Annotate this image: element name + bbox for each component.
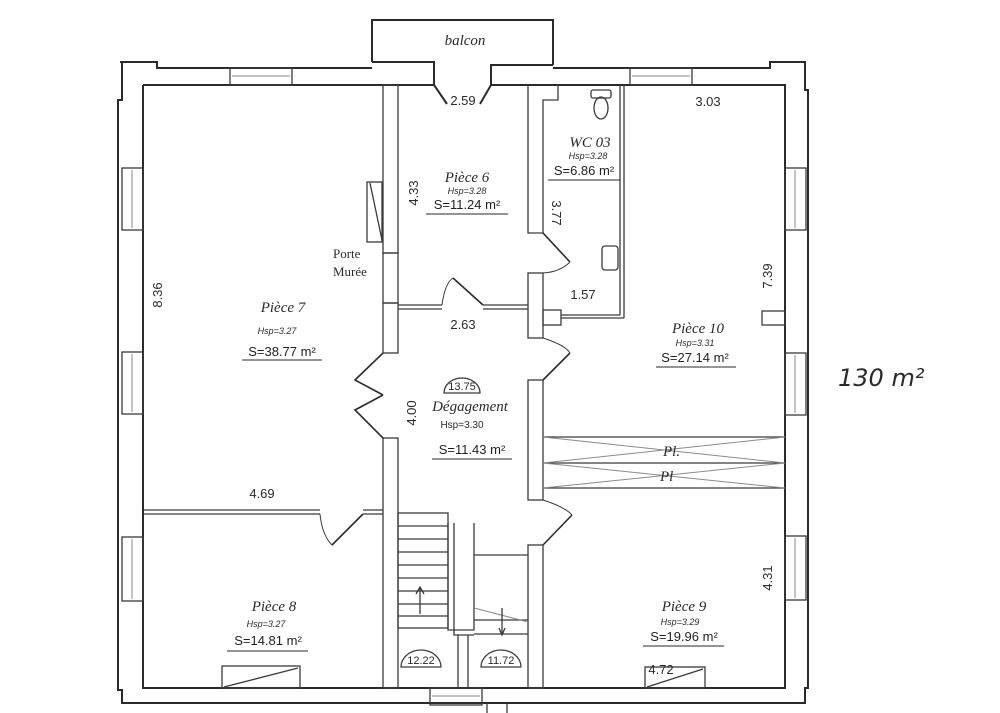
dim-piece10-height: 7.39 [760, 263, 775, 288]
level-degagement: 13.75 [448, 381, 476, 393]
room-name: Dégagement [431, 399, 509, 415]
room-hsp: Hsp=3.27 [258, 326, 298, 336]
room-piece-9: Pièce 9 Hsp=3.29 S=19.96 m² [643, 599, 724, 647]
balcony [371, 19, 554, 105]
doors [319, 232, 573, 546]
room-hsp: Hsp=3.30 [440, 420, 484, 431]
room-area: S=27.14 m² [661, 350, 729, 365]
room-hsp: Hsp=3.31 [676, 338, 715, 348]
dim-piece8-width: 4.69 [249, 486, 274, 501]
room-area: S=14.81 m² [234, 633, 302, 648]
room-degagement: Dégagement Hsp=3.30 S=11.43 m² [431, 399, 512, 460]
room-piece-8: Pièce 8 Hsp=3.27 S=14.81 m² [227, 599, 308, 652]
room-piece-10: Pièce 10 Hsp=3.31 S=27.14 m² [656, 321, 736, 368]
dim-piece7-height: 8.36 [150, 282, 165, 307]
room-area: S=6.86 m² [554, 163, 615, 178]
dim-degagement-height: 4.00 [404, 400, 419, 425]
level-stair-left: 12.22 [407, 655, 435, 667]
dim-piece6-width: 2.63 [450, 317, 475, 332]
closet-label-top: Pl. [662, 444, 680, 460]
wc-fixtures [590, 89, 619, 271]
interior-walls [143, 84, 786, 689]
walled-door-label-line1: Porte [333, 246, 361, 261]
room-area: S=38.77 m² [248, 344, 316, 359]
room-piece-7: Pièce 7 Hsp=3.27 S=38.77 m² [242, 300, 322, 361]
dimensions: 2.59 4.33 2.63 3.77 1.57 3.03 7.39 8.36 … [150, 93, 775, 677]
room-hsp: Hsp=3.28 [448, 186, 487, 196]
room-hsp: Hsp=3.27 [247, 619, 287, 629]
dim-piece9-height: 4.31 [760, 565, 775, 590]
room-area: S=19.96 m² [650, 629, 718, 644]
level-stair-right: 11.72 [488, 655, 515, 667]
closet-label-bottom: Pl [659, 469, 673, 485]
room-name: WC 03 [569, 135, 610, 151]
room-name: Pièce 10 [671, 321, 725, 337]
staircase [397, 512, 529, 688]
level-markers: 13.75 12.22 11.72 [400, 377, 522, 668]
dim-piece10-width: 3.03 [695, 94, 720, 109]
room-hsp: Hsp=3.28 [569, 151, 608, 161]
room-hsp: Hsp=3.29 [661, 617, 700, 627]
outer-walls [117, 61, 809, 713]
room-name: Pièce 6 [444, 170, 490, 186]
balcony-label: balcon [445, 33, 486, 49]
dim-balcony-opening: 2.59 [450, 93, 475, 108]
room-wc-03: WC 03 Hsp=3.28 S=6.86 m² [548, 135, 620, 181]
dim-wc-height: 3.77 [549, 200, 564, 225]
room-piece-6: Pièce 6 Hsp=3.28 S=11.24 m² [426, 170, 508, 215]
dim-piece9-width: 4.72 [648, 662, 673, 677]
walled-door-label-line2: Murée [333, 264, 367, 279]
room-name: Pièce 7 [260, 300, 307, 316]
room-area: S=11.24 m² [434, 197, 501, 212]
room-area: S=11.43 m² [439, 442, 506, 457]
room-name: Pièce 8 [251, 599, 297, 615]
annotations: Porte Murée Pl. Pl [333, 246, 680, 485]
room-name: Pièce 9 [661, 599, 707, 615]
handwritten-area-note: 130 m² [838, 364, 925, 392]
dim-piece6-height: 4.33 [406, 180, 421, 205]
dim-wc-width: 1.57 [570, 287, 595, 302]
